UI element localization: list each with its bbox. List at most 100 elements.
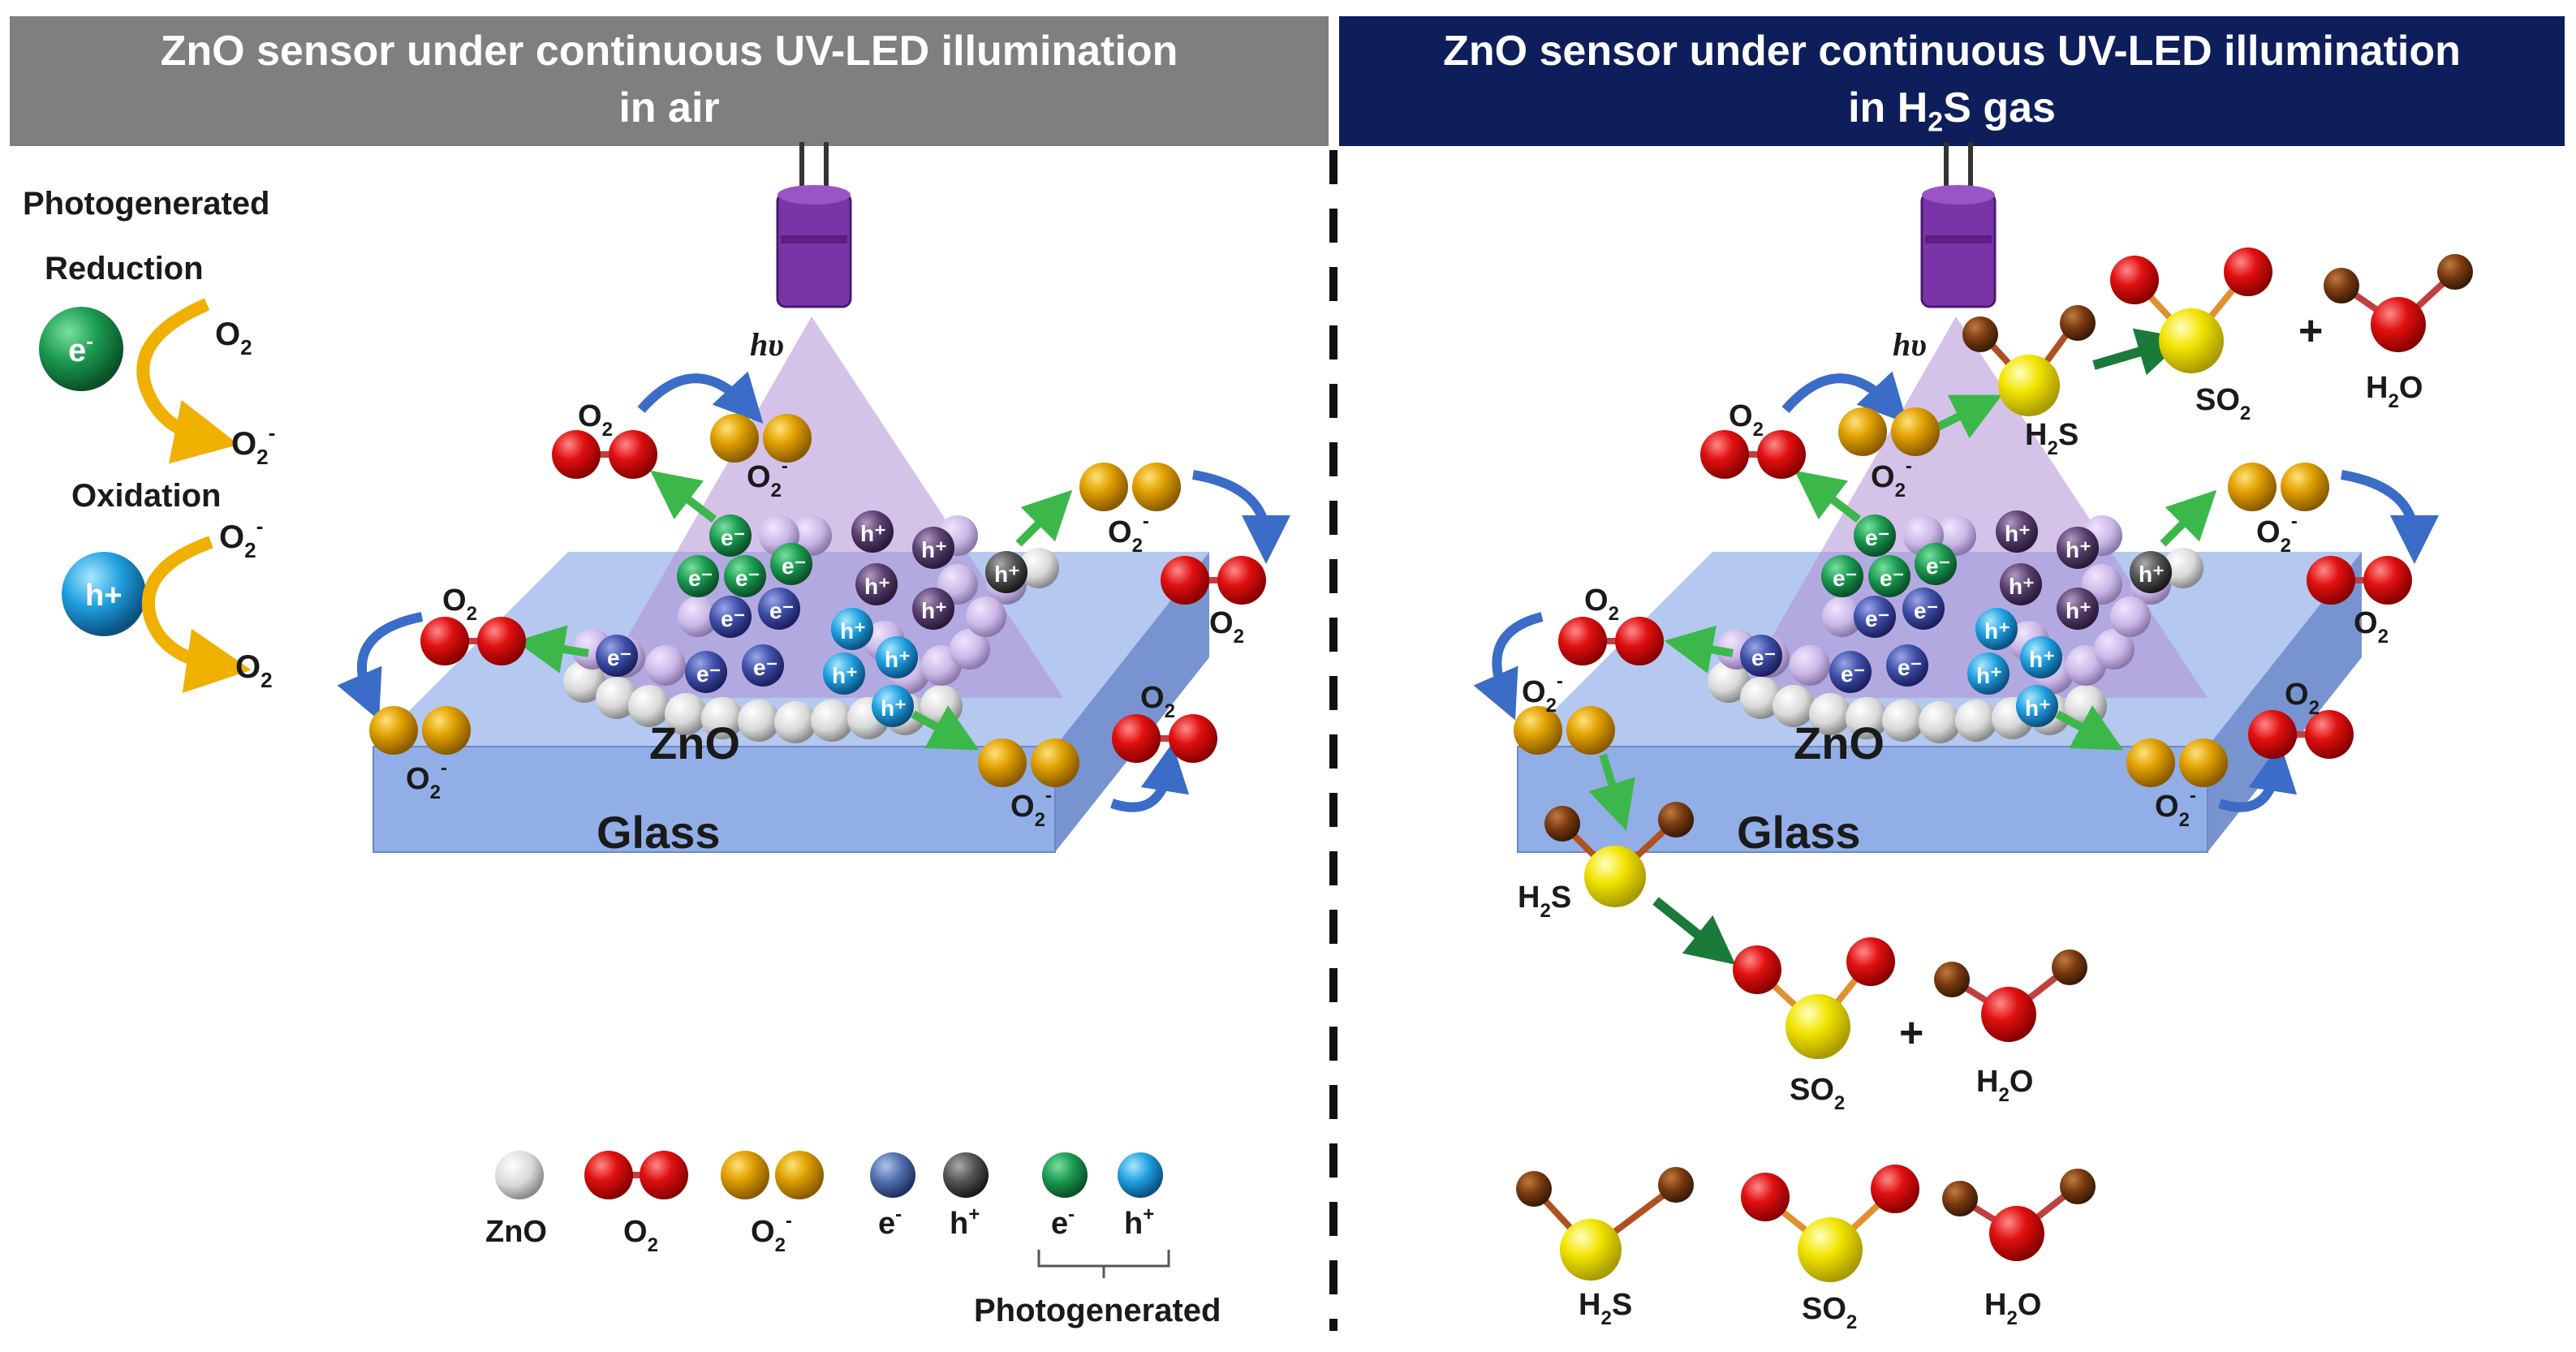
svg-text:h⁺: h⁺ (2025, 695, 2051, 721)
legend-zno-label: ZnO (485, 1215, 547, 1249)
legend-o2-label: O2 (623, 1215, 658, 1256)
h2s-molecule-mid (1544, 802, 1694, 907)
electron (1854, 596, 1896, 638)
svg-text:h⁺: h⁺ (885, 647, 911, 672)
o2minus-label: O2- (2155, 785, 2196, 831)
molecule-labels-right: O2 O2- O2 O2- O2- O2 O2 O2- H2S H2S SO2 … (1518, 308, 2423, 1114)
green-arrows-right (1588, 394, 2217, 831)
legend-o2-ball (584, 1151, 633, 1199)
o2-label: O2 (578, 399, 613, 441)
legend-photo-hole-ball (1118, 1152, 1163, 1198)
svg-text:h⁺: h⁺ (921, 598, 947, 623)
so2-molecule-top (2110, 248, 2272, 373)
so2-label: SO2 (2195, 383, 2251, 424)
uv-beam-right (1737, 316, 2208, 698)
o2minus-label: O2- (1871, 455, 1912, 502)
electron (685, 651, 727, 693)
photo-hole (1967, 652, 2010, 695)
svg-text:e⁻: e⁻ (1914, 598, 1938, 623)
o2minus-molecules-left (369, 414, 1181, 787)
o2minus-label: O2- (406, 757, 447, 803)
side-legend: Photogenerated Reduction e- O2 O2- Oxida… (23, 186, 275, 693)
header-left-line2: in air (618, 84, 720, 131)
h2s-label: H2S (1518, 881, 1571, 922)
h2o-label: H2O (2366, 371, 2423, 412)
photo-electron (1868, 555, 1910, 597)
o2-label: O2 (442, 583, 477, 625)
molecule-legend: H2S SO2 H2O (1516, 1165, 2096, 1333)
o2-molecules-right (1558, 430, 2412, 759)
legend-h2o-label: H2O (1984, 1288, 2041, 1329)
header-left-line1: ZnO sensor under continuous UV-LED illum… (160, 28, 1178, 75)
photo-electron (770, 543, 812, 585)
hole (1996, 510, 2038, 553)
o2minus-label: O2- (2256, 510, 2298, 557)
electron (596, 635, 638, 677)
electron (1740, 635, 1782, 677)
photo-electron (1915, 543, 1957, 585)
o2-label: O2 (1140, 681, 1175, 722)
header-right-line1: ZnO sensor under continuous UV-LED illum… (1443, 28, 2461, 75)
svg-text:h⁺: h⁺ (840, 618, 866, 644)
hole (912, 527, 954, 569)
legend-o2minus-label: O2- (751, 1210, 792, 1256)
zno-layer-left (563, 515, 1059, 743)
svg-text:h⁺: h⁺ (832, 663, 858, 688)
o2minus-label: O2- (1522, 670, 1563, 717)
o2-molecules-left (420, 430, 1266, 763)
svg-text:e⁻: e⁻ (1841, 661, 1865, 687)
electron (758, 588, 800, 630)
svg-text:e⁻: e⁻ (607, 645, 631, 670)
header-right-line2-pre: in H (1848, 84, 1928, 131)
svg-text:h⁺: h⁺ (1984, 618, 2010, 644)
hole (855, 563, 898, 605)
o2-label: O2 (2354, 606, 2389, 648)
side-legend-reduction: Reduction (45, 251, 204, 286)
legend-photo-electron-label: e- (1051, 1203, 1075, 1241)
hole (2130, 551, 2172, 593)
h2o-molecule-mid (1934, 949, 2087, 1042)
legend-photo-hole-label: h+ (1124, 1203, 1154, 1241)
svg-text:h⁺: h⁺ (2139, 562, 2165, 587)
svg-text:h⁺: h⁺ (881, 695, 907, 721)
svg-text:e⁻: e⁻ (769, 598, 794, 623)
electron (742, 644, 784, 687)
plus-sign: + (1899, 1010, 1923, 1057)
svg-text:e⁻: e⁻ (753, 655, 778, 680)
zno-label-right: ZnO (1794, 717, 1885, 769)
uv-led-left (776, 142, 852, 308)
side-legend-oxidation: Oxidation (71, 478, 221, 514)
svg-text:e⁻: e⁻ (1751, 645, 1776, 670)
carriers-left: e⁻ e⁻ e⁻ e⁻ e⁻ e⁻ e⁻ e⁻ e⁻ h⁺ h⁺ h⁺ h⁺ h… (596, 510, 1027, 727)
o2-label: O2 (1209, 606, 1244, 648)
hole (2000, 563, 2042, 605)
legend-electron-label: e- (878, 1203, 902, 1241)
bottom-legend: ZnO O2 O2- e- h+ e- h+ Photogenerated (485, 1151, 1221, 1328)
hole (2057, 588, 2099, 630)
legend-photo-electron-ball (1042, 1152, 1088, 1198)
photo-electron (1821, 555, 1863, 597)
svg-text:e⁻: e⁻ (1880, 566, 1904, 591)
so2-molecule-mid (1733, 937, 1895, 1059)
photo-hole (823, 652, 865, 695)
photo-hole (2020, 636, 2062, 678)
svg-text:e⁻: e⁻ (1865, 525, 1889, 550)
svg-text:e⁻: e⁻ (1865, 606, 1889, 631)
svg-text:e⁻: e⁻ (782, 553, 806, 579)
blue-arrows-right (1473, 371, 2439, 812)
svg-text:e⁻: e⁻ (688, 566, 713, 591)
photo-hole (1975, 608, 2018, 650)
header-left: ZnO sensor under continuous UV-LED illum… (10, 16, 1329, 146)
reduction-from-o2: O2 (215, 316, 252, 360)
o2-label: O2 (1729, 399, 1764, 441)
o2-label: O2 (2285, 678, 2320, 719)
photo-hole (2016, 685, 2058, 727)
svg-text:h⁺: h⁺ (1976, 663, 2002, 688)
hv-label-right: hυ (1893, 326, 1927, 363)
reduction-arrow (136, 298, 239, 464)
oxidation-arrow (141, 536, 252, 693)
legend-electron-ball (870, 1152, 915, 1198)
reaction-arrows-right (1652, 328, 2186, 965)
